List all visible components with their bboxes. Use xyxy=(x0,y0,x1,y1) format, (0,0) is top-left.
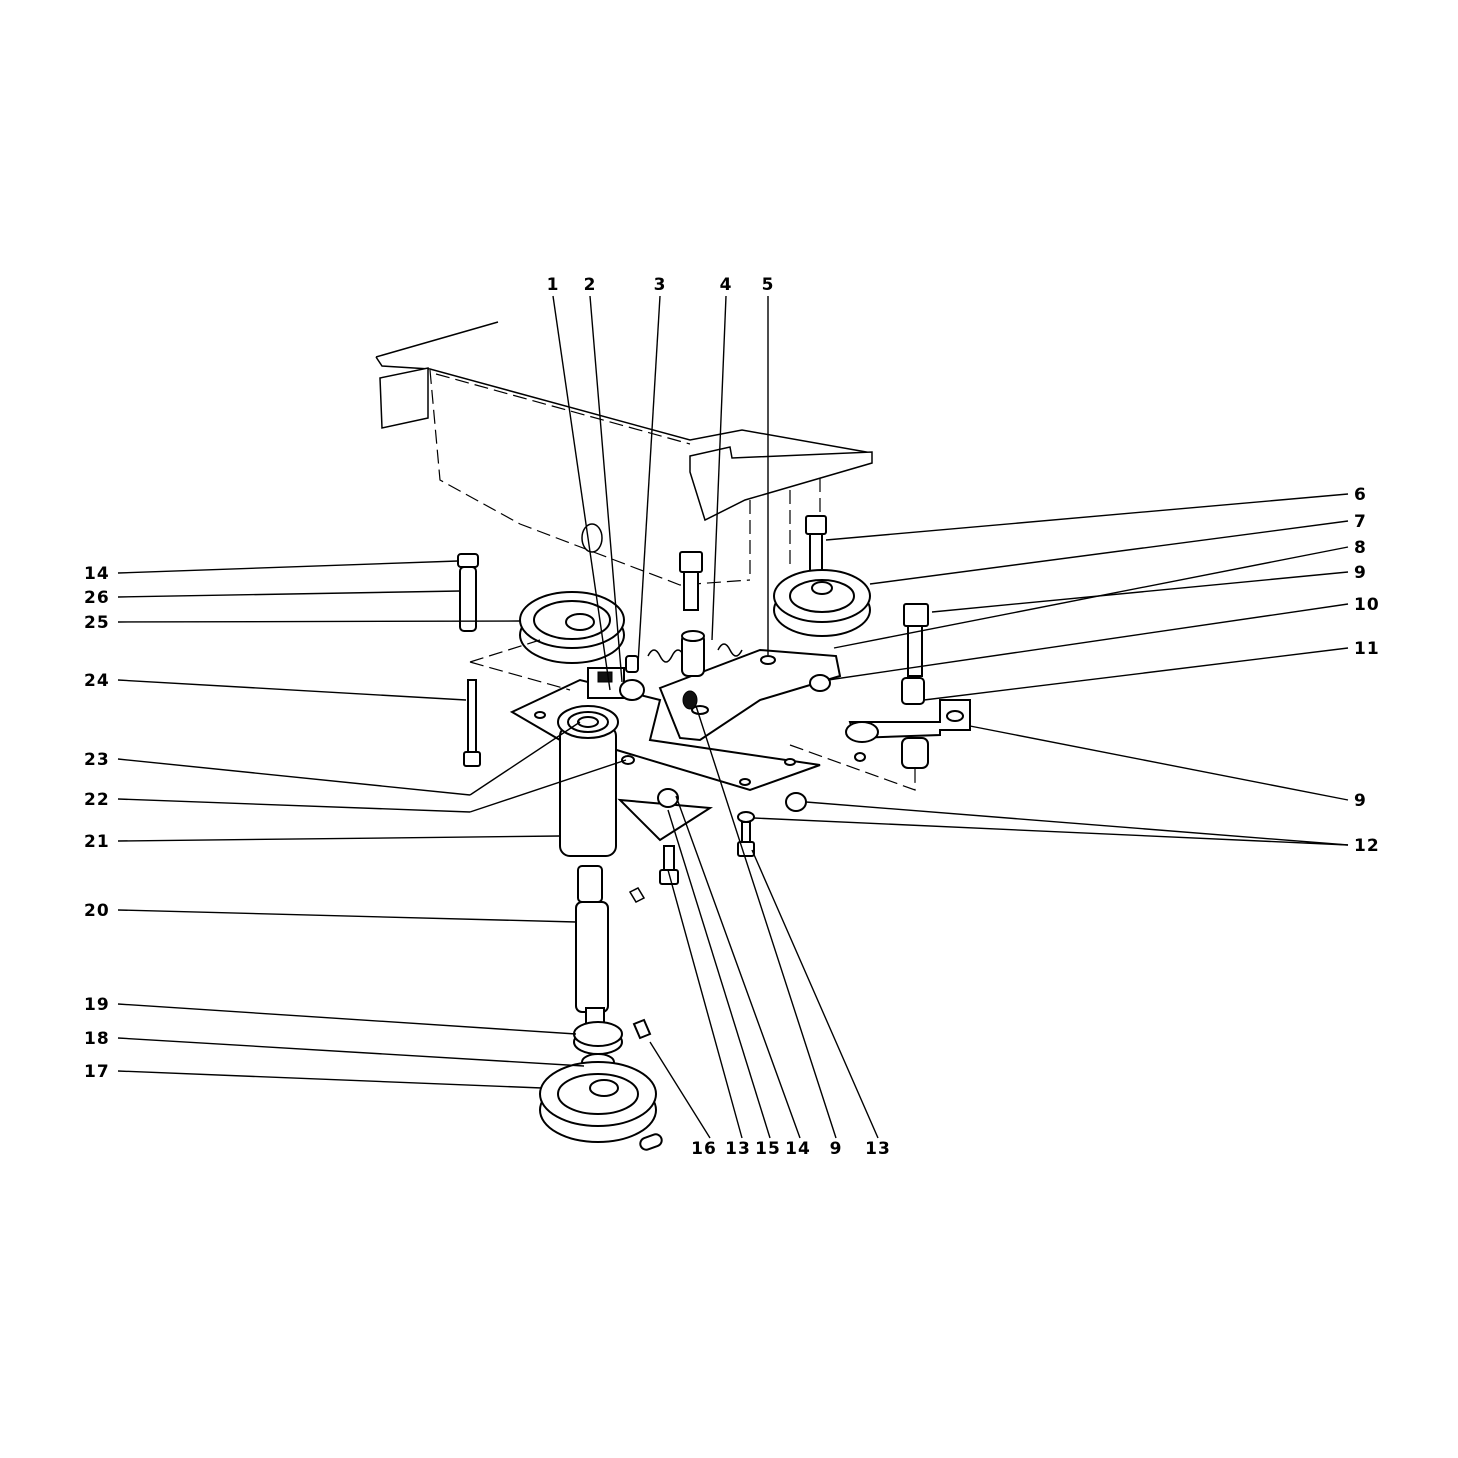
callout-14-bottom: 14 xyxy=(785,1139,811,1159)
callout-21: 21 xyxy=(84,832,110,852)
pulley-17 xyxy=(539,1061,663,1151)
callout-23: 23 xyxy=(84,750,110,770)
spindle-shaft-20 xyxy=(575,865,646,1033)
callout-4: 4 xyxy=(720,275,733,295)
callout-9-upper: 9 xyxy=(1354,563,1367,583)
pulley-7 xyxy=(773,515,871,637)
callout-14-left: 14 xyxy=(84,564,110,584)
callout-22: 22 xyxy=(84,790,110,810)
callout-24: 24 xyxy=(84,671,110,691)
callout-17: 17 xyxy=(84,1062,110,1082)
plate-14-15 xyxy=(617,788,714,885)
leader-lines xyxy=(117,295,1349,1139)
callout-25: 25 xyxy=(84,613,110,633)
callout-7: 7 xyxy=(1354,512,1367,532)
callout-26: 26 xyxy=(84,588,110,608)
spindle-housing-21 xyxy=(557,705,635,857)
callout-18: 18 xyxy=(84,1029,110,1049)
callout-labels-right: 6 7 8 9 10 11 9 12 xyxy=(1354,485,1380,856)
nut-8 xyxy=(809,674,831,692)
bolt-top xyxy=(679,551,703,611)
callout-12: 12 xyxy=(1354,836,1380,856)
nut-9-lower xyxy=(785,792,807,812)
bolt-24 xyxy=(463,679,481,767)
callout-13-a: 13 xyxy=(725,1139,751,1159)
callout-13-b: 13 xyxy=(865,1139,891,1159)
bracket-11 xyxy=(845,603,971,769)
callout-6: 6 xyxy=(1354,485,1367,505)
callout-labels-left: 14 26 25 24 23 22 21 20 19 18 17 xyxy=(84,564,110,1082)
callout-20: 20 xyxy=(84,901,110,921)
deck-housing xyxy=(375,321,873,586)
spacer-26 xyxy=(457,553,479,632)
pulley-25 xyxy=(519,591,625,664)
callout-labels-top: 1 2 3 4 5 xyxy=(547,275,775,295)
callout-10: 10 xyxy=(1354,595,1380,615)
washer-12 xyxy=(737,811,755,857)
idler-arm-4 xyxy=(647,630,842,742)
callout-15: 15 xyxy=(755,1139,781,1159)
callout-labels-bottom: 16 13 15 14 9 13 xyxy=(691,1139,891,1159)
block-1-2 xyxy=(587,655,645,701)
callout-3: 3 xyxy=(654,275,667,295)
callout-9-lower: 9 xyxy=(1354,791,1367,811)
callout-2: 2 xyxy=(584,275,597,295)
key-16 xyxy=(632,1018,652,1040)
callout-16: 16 xyxy=(691,1139,717,1159)
callout-11: 11 xyxy=(1354,639,1380,659)
callout-9-bottom: 9 xyxy=(830,1139,843,1159)
callout-19: 19 xyxy=(84,995,110,1015)
callout-1: 1 xyxy=(547,275,560,295)
callout-5: 5 xyxy=(762,275,775,295)
callout-8: 8 xyxy=(1354,538,1367,558)
